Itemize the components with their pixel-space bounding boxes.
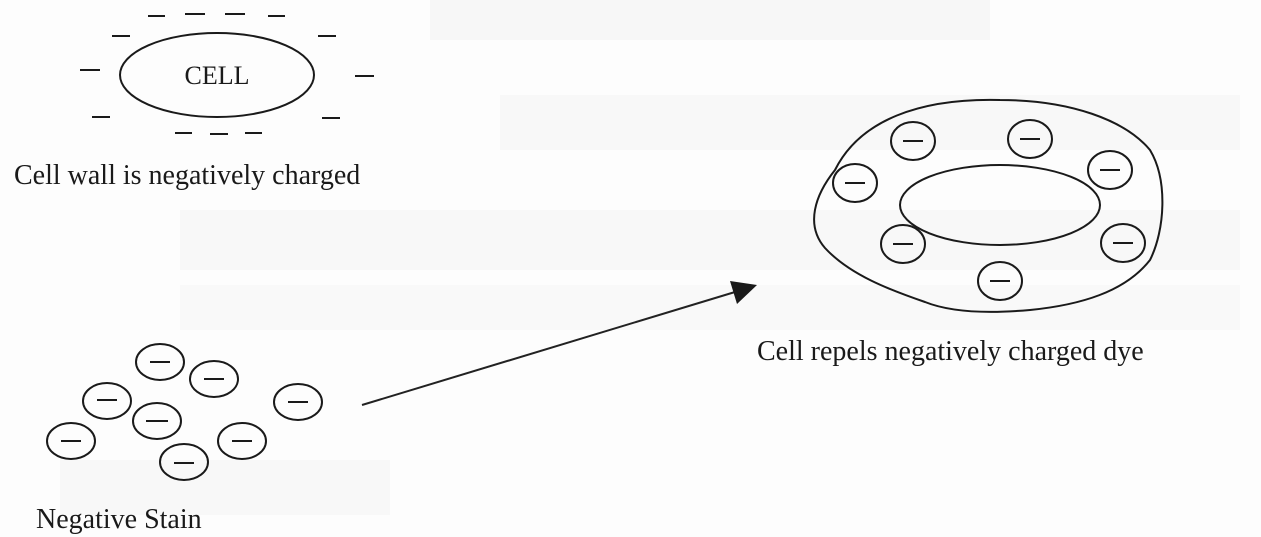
charged-dye-particle: [47, 423, 95, 459]
charged-dye-particle: [218, 423, 266, 459]
repelled-dye-particle: [833, 164, 877, 202]
negatively-charged-cell: CELL Cell wall is negatively charged: [14, 14, 374, 191]
charged-dye-particle: [190, 361, 238, 397]
cell-wall-caption: Cell wall is negatively charged: [14, 160, 360, 191]
charged-dye-particle: [83, 383, 131, 419]
charged-dye-particle: [133, 403, 181, 439]
charged-dye-particle: [136, 344, 184, 380]
repelled-dye-particle: [1088, 151, 1132, 189]
negative-stain-caption: Negative Stain: [36, 504, 202, 535]
repel-caption: Cell repels negatively charged dye: [757, 336, 1144, 367]
charged-dye-particle: [274, 384, 322, 420]
cell-label: CELL: [185, 61, 250, 90]
